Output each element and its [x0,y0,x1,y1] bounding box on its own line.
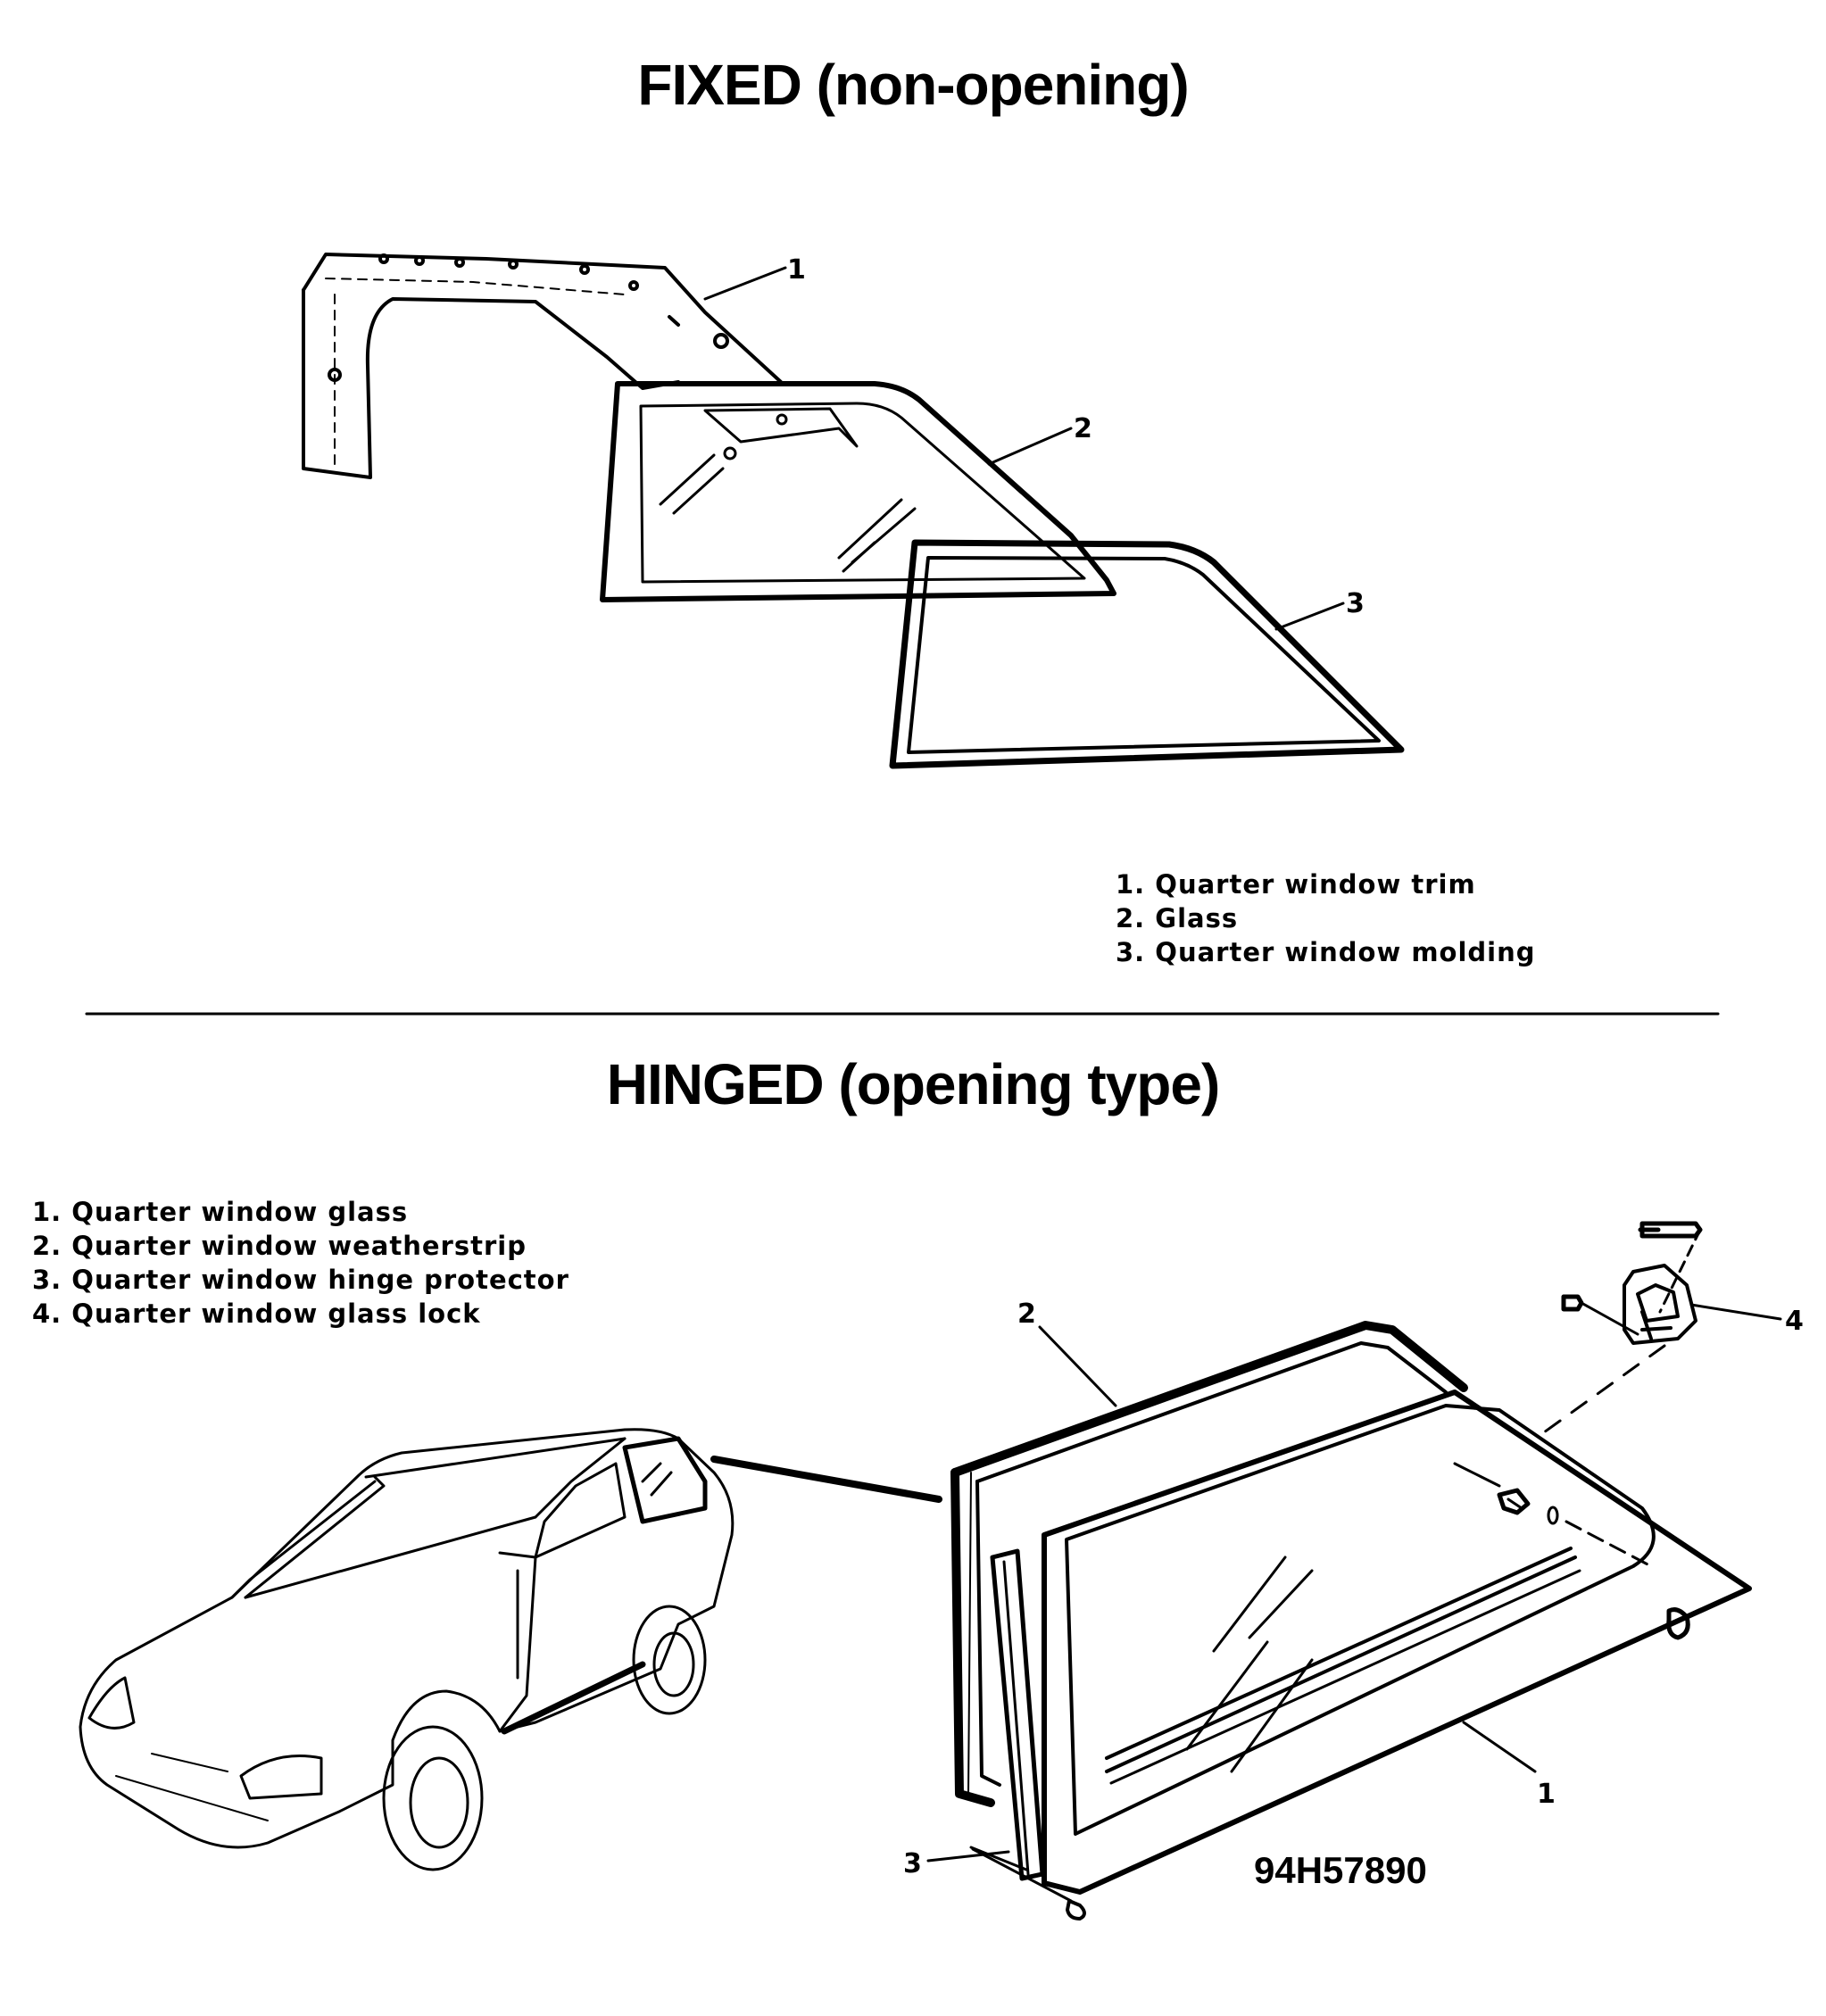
callout-label: 3 [1346,588,1365,619]
callout-label: 1 [1537,1779,1556,1810]
quarter-window-molding-drawing [889,539,1405,769]
car-drawing [79,1428,735,1871]
fixed-leader-lines [703,266,1345,631]
legend-item: 1. Quarter window glass [32,1197,409,1227]
quarter-window-hinge-protector-drawing [969,1548,1086,1921]
callout-label: 2 [1017,1298,1036,1330]
legend-item: 3. Quarter window molding [1116,937,1536,967]
legend-item: 1. Quarter window trim [1116,869,1476,900]
callout-label: 4 [1785,1306,1804,1337]
glass-drawing [600,381,1116,602]
legend-item: 2. Quarter window weatherstrip [32,1231,527,1261]
hinged-leader-lines [926,1303,1782,1863]
callout-label: 3 [903,1848,922,1879]
legend-item: 4. Quarter window glass lock [32,1298,481,1329]
fixed-section-title: FIXED (non-opening) [637,53,1189,117]
quarter-window-glass-lock-drawing [1542,1221,1703,1640]
hinged-section-title: HINGED (opening type) [606,1052,1221,1116]
figure-code: 94H57890 [1254,1849,1427,1891]
legend-item: 3. Quarter window hinge protector [32,1265,569,1295]
fixed-legend: 1. Quarter window trim 2. Glass 3. Quart… [1116,867,1536,969]
callout-label: 1 [787,254,806,286]
quarter-window-glass-drawing [1042,1390,1752,1895]
quarter-window-weatherstrip-drawing [950,1321,1468,1807]
legend-item: 2. Glass [1116,903,1239,933]
quarter-window-trim-drawing [302,253,783,479]
hinged-legend: 1. Quarter window glass 2. Quarter windo… [32,1195,569,1331]
car-to-window-link [710,1456,942,1503]
callout-label: 2 [1074,413,1092,444]
